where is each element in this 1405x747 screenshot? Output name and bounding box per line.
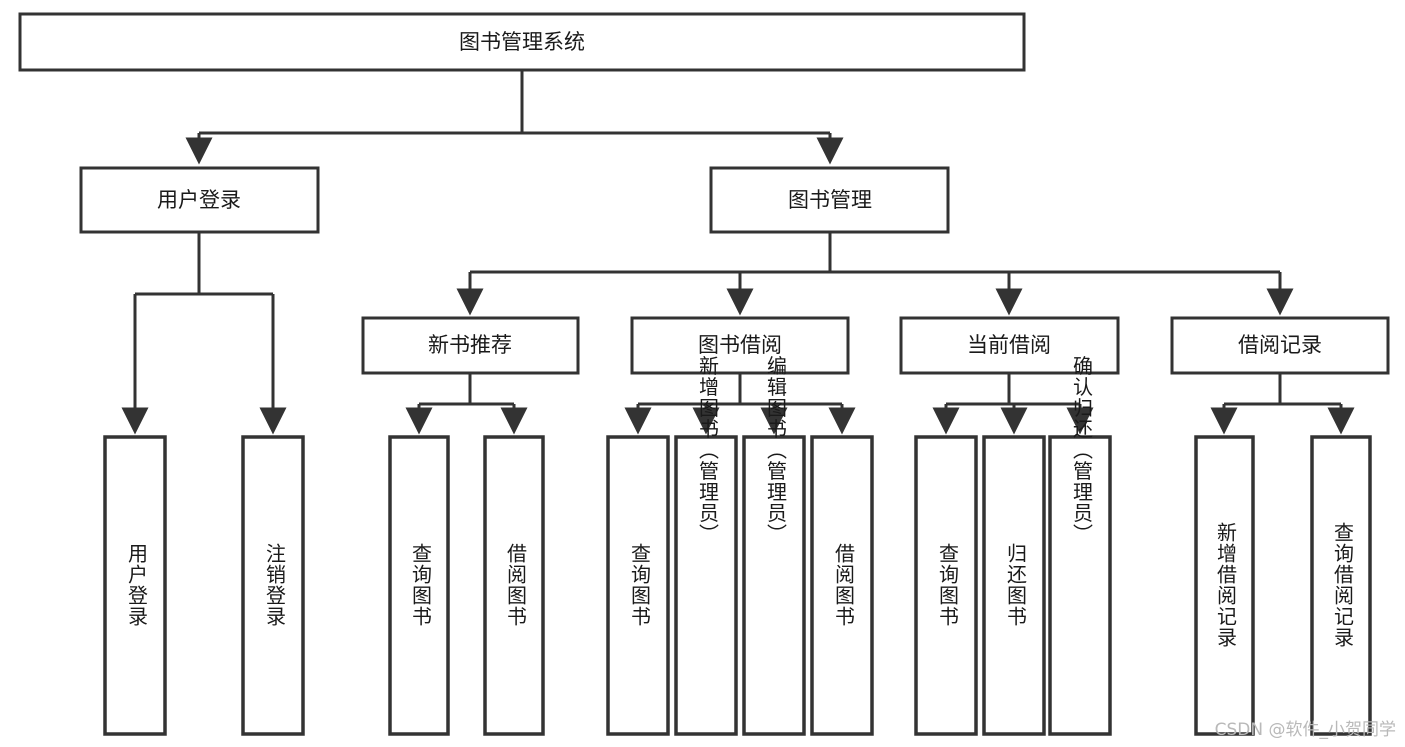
node-book-management-box[interactable]: [709, 166, 950, 234]
node-leaf-logout[interactable]: 注销登录: [241, 435, 305, 736]
node-current-borrow-box[interactable]: [899, 316, 1120, 375]
node-new-book-recommend-box[interactable]: [361, 316, 580, 375]
node-borrow-record[interactable]: 借阅记录: [1170, 316, 1390, 375]
node-leaf-add-book[interactable]: 新增图书（管理员）: [674, 355, 738, 736]
node-user-login[interactable]: 用户登录: [79, 166, 320, 234]
node-leaf-user-login-box[interactable]: [103, 435, 167, 736]
node-leaf-confirm-return[interactable]: 确认归还（管理员）: [1048, 355, 1112, 736]
node-leaf-borrow-book-2-label: 借阅图书: [832, 543, 856, 627]
node-leaf-borrow-book-2-box[interactable]: [810, 435, 874, 736]
connector-layer: [121, 70, 1355, 435]
node-root-label: 图书管理系统: [459, 30, 585, 54]
node-book-borrow[interactable]: 图书借阅: [630, 316, 850, 375]
node-leaf-query-book-2-label: 查询图书: [628, 543, 652, 627]
node-leaf-return-book[interactable]: 归还图书: [982, 435, 1046, 736]
node-leaf-add-book-box[interactable]: [674, 435, 738, 736]
node-leaf-edit-book[interactable]: 编辑图书（管理员）: [742, 355, 806, 736]
node-current-borrow[interactable]: 当前借阅: [899, 316, 1120, 375]
node-leaf-add-book-label: 新增图书（管理员）: [696, 355, 720, 544]
node-leaf-add-record[interactable]: 新增借阅记录: [1194, 435, 1255, 736]
node-book-borrow-label: 图书借阅: [698, 333, 782, 357]
node-leaf-borrow-book-1-label: 借阅图书: [504, 543, 528, 627]
node-leaf-edit-book-label: 编辑图书（管理员）: [764, 355, 788, 544]
node-leaf-confirm-return-box[interactable]: [1048, 435, 1112, 736]
node-borrow-record-box[interactable]: [1170, 316, 1390, 375]
node-leaf-query-book-1-box[interactable]: [388, 435, 450, 736]
node-leaf-logout-label: 注销登录: [263, 543, 287, 627]
node-leaf-return-book-label: 归还图书: [1004, 543, 1028, 627]
node-user-login-label: 用户登录: [157, 188, 241, 212]
node-leaf-query-book-1[interactable]: 查询图书: [388, 435, 450, 736]
node-leaf-query-book-2[interactable]: 查询图书: [606, 435, 670, 736]
node-root-box[interactable]: [18, 12, 1026, 72]
node-new-book-recommend-label: 新书推荐: [428, 333, 512, 357]
node-leaf-borrow-book-1[interactable]: 借阅图书: [483, 435, 545, 736]
node-leaf-edit-book-box[interactable]: [742, 435, 806, 736]
node-leaf-borrow-book-2[interactable]: 借阅图书: [810, 435, 874, 736]
node-new-book-recommend[interactable]: 新书推荐: [361, 316, 580, 375]
node-book-borrow-box[interactable]: [630, 316, 850, 375]
node-leaf-query-book-3-box[interactable]: [914, 435, 978, 736]
node-leaf-user-login-label: 用户登录: [125, 543, 149, 627]
node-leaf-borrow-book-1-box[interactable]: [483, 435, 545, 736]
node-leaf-query-record-label: 查询借阅记录: [1331, 522, 1355, 648]
node-user-login-box[interactable]: [79, 166, 320, 234]
node-leaf-confirm-return-label: 确认归还（管理员）: [1070, 355, 1094, 544]
node-leaf-return-book-box[interactable]: [982, 435, 1046, 736]
node-leaf-query-record[interactable]: 查询借阅记录: [1310, 435, 1372, 736]
node-book-management[interactable]: 图书管理: [709, 166, 950, 234]
node-root[interactable]: 图书管理系统: [18, 12, 1026, 72]
csdn-watermark: CSDN @软件_小贺同学: [1215, 720, 1396, 740]
node-borrow-record-label: 借阅记录: [1238, 333, 1322, 357]
node-leaf-query-book-2-box[interactable]: [606, 435, 670, 736]
node-leaf-logout-box[interactable]: [241, 435, 305, 736]
node-leaf-add-record-box[interactable]: [1194, 435, 1255, 736]
node-leaf-query-record-box[interactable]: [1310, 435, 1372, 736]
node-leaf-add-record-label: 新增借阅记录: [1214, 522, 1238, 648]
node-leaf-query-book-1-label: 查询图书: [409, 543, 433, 627]
node-leaf-query-book-3-label: 查询图书: [936, 543, 960, 627]
node-book-management-label: 图书管理: [788, 188, 872, 212]
node-leaf-user-login[interactable]: 用户登录: [103, 435, 167, 736]
node-leaf-query-book-3[interactable]: 查询图书: [914, 435, 978, 736]
node-current-borrow-label: 当前借阅: [967, 333, 1051, 357]
